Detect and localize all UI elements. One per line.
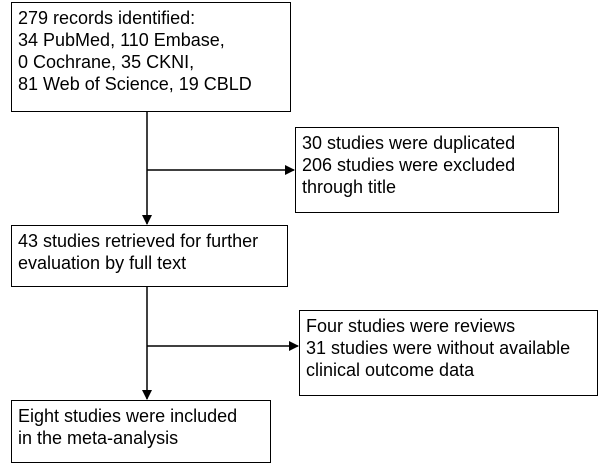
records-line: 279 records identified: (18, 8, 196, 28)
excluded-line: 206 studies were excluded (302, 155, 516, 175)
retrieved-line: evaluation by full text (18, 253, 187, 273)
excluded-reviews-box: Four studies were reviews 31 studies wer… (299, 310, 598, 396)
records-line: 81 Web of Science, 19 CBLD (18, 74, 252, 94)
records-identified-box: 279 records identified: 34 PubMed, 110 E… (11, 2, 291, 112)
excluded-line: through title (302, 177, 397, 197)
included-line: in the meta-analysis (18, 428, 179, 448)
excluded-line: 31 studies were without available (306, 338, 571, 358)
excluded-duplicates-box: 30 studies were duplicated 206 studies w… (295, 127, 559, 213)
retrieved-full-text-box: 43 studies retrieved for further evaluat… (11, 225, 288, 287)
records-line: 0 Cochrane, 35 CKNI, (18, 52, 195, 72)
included-line: Eight studies were included (18, 406, 238, 426)
included-studies-box: Eight studies were included in the meta-… (11, 400, 271, 463)
excluded-line: clinical outcome data (306, 360, 475, 380)
excluded-line: Four studies were reviews (306, 316, 516, 336)
records-line: 34 PubMed, 110 Embase, (18, 30, 225, 50)
retrieved-line: 43 studies retrieved for further (18, 231, 259, 251)
excluded-line: 30 studies were duplicated (302, 133, 516, 153)
